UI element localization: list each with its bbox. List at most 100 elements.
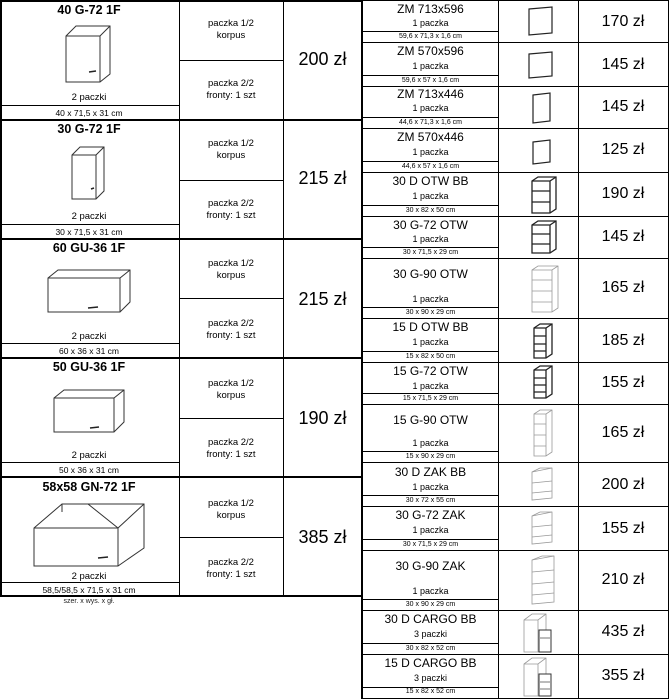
package-count: 1 paczka xyxy=(412,191,449,201)
center-divider xyxy=(361,0,363,699)
dimensions-legend: szer. x wys. x gł. xyxy=(63,598,115,605)
price: 200 zł xyxy=(601,476,645,493)
wall-cabinet-medium-icon xyxy=(53,389,125,433)
package-content: fronty: 1 szt xyxy=(206,330,256,341)
dimensions: 30 x 90 x 29 cm xyxy=(405,601,456,608)
price: 215 zł xyxy=(298,289,347,309)
end-shelf-tall-icon xyxy=(531,555,555,605)
product-name: ZM 570x446 xyxy=(397,130,464,144)
left-table-border xyxy=(0,0,2,596)
dimensions: 30 x 82 x 50 cm xyxy=(405,207,456,214)
package-count: 1 paczka xyxy=(412,525,449,535)
front-panel-icon xyxy=(532,92,551,124)
end-shelf-icon xyxy=(531,467,553,501)
dimensions: 15 x 71,5 x 29 cm xyxy=(402,395,459,402)
product-name: 30 D ZAK BB xyxy=(394,465,467,479)
price: 215 zł xyxy=(298,168,347,188)
package-count: 1 paczka xyxy=(412,61,449,71)
package-count: 2 paczki xyxy=(71,571,107,582)
price: 145 zł xyxy=(601,56,645,73)
corner-wall-cabinet-icon xyxy=(33,503,145,567)
price: 185 zł xyxy=(601,332,645,349)
product-name: 15 D CARGO BB xyxy=(384,656,477,670)
product-name: 30 G-90 ZAK xyxy=(395,559,466,573)
right-table-divider xyxy=(498,0,499,699)
package-content: fronty: 1 szt xyxy=(206,90,256,101)
product-name: 30 G-90 OTW xyxy=(393,267,468,281)
price: 145 zł xyxy=(601,228,645,245)
price: 155 zł xyxy=(601,520,645,537)
package-label: paczka 2/2 xyxy=(208,318,254,329)
left-row-border xyxy=(0,595,362,597)
package-count: 1 paczka xyxy=(412,147,449,157)
price: 145 zł xyxy=(601,98,645,115)
package-count: 1 paczka xyxy=(412,103,449,113)
package-content: korpus xyxy=(216,510,246,521)
price: 200 zł xyxy=(298,49,347,69)
package-count: 2 paczki xyxy=(71,211,107,222)
dimensions: 30 x 71,5 x 29 cm xyxy=(402,541,459,548)
left-table-divider xyxy=(283,0,284,596)
price: 165 zł xyxy=(601,424,645,441)
dimensions: 59,6 x 71,3 x 1,6 cm xyxy=(398,33,463,40)
wall-cabinet-tall-icon xyxy=(65,25,111,83)
left-row-border xyxy=(0,119,362,121)
package-content: fronty: 1 szt xyxy=(206,210,256,221)
cargo-cabinet-icon xyxy=(523,613,552,653)
narrow-shelf-tall-icon xyxy=(533,409,553,457)
front-panel-icon xyxy=(532,139,551,165)
package-count: 2 paczki xyxy=(71,92,107,103)
product-name: 60 GU-36 1F xyxy=(52,241,126,255)
package-label: paczka 1/2 xyxy=(208,18,254,29)
package-label: paczka 2/2 xyxy=(208,557,254,568)
dimensions: 50 x 36 x 31 cm xyxy=(58,465,119,475)
package-count: 1 paczka xyxy=(412,18,449,28)
product-name: 40 G-72 1F xyxy=(57,3,121,17)
package-label: paczka 1/2 xyxy=(208,138,254,149)
package-count: 3 paczki xyxy=(413,673,448,683)
right-table-divider xyxy=(578,0,579,699)
price: 155 zł xyxy=(601,374,645,391)
package-content: fronty: 1 szt xyxy=(206,449,256,460)
left-row-border xyxy=(0,357,362,359)
dimensions: 30 x 71,5 x 29 cm xyxy=(402,249,459,256)
package-content: korpus xyxy=(216,30,246,41)
product-name: 58x58 GN-72 1F xyxy=(42,480,136,494)
package-count: 1 paczka xyxy=(412,438,449,448)
dimensions: 30 x 82 x 52 cm xyxy=(405,645,456,652)
package-count: 2 paczki xyxy=(71,450,107,461)
package-label: paczka 1/2 xyxy=(208,378,254,389)
price: 165 zł xyxy=(601,279,645,296)
package-count: 2 paczki xyxy=(71,331,107,342)
open-shelf-icon xyxy=(531,220,557,254)
package-count: 1 paczka xyxy=(412,234,449,244)
wall-cabinet-wide-icon xyxy=(47,269,131,313)
dimensions: 60 x 36 x 31 cm xyxy=(58,346,119,356)
end-shelf-icon xyxy=(531,511,553,545)
open-shelf-tall-icon xyxy=(531,265,559,313)
product-name: 30 G-72 OTW xyxy=(393,218,468,232)
price: 170 zł xyxy=(601,13,645,30)
product-name: ZM 570x596 xyxy=(397,44,464,58)
dimensions: 30 x 71,5 x 31 cm xyxy=(55,227,123,237)
package-content: korpus xyxy=(216,150,246,161)
product-name: 15 G-90 OTW xyxy=(393,413,468,427)
package-count: 1 paczka xyxy=(412,381,449,391)
package-content: korpus xyxy=(216,390,246,401)
dimensions: 15 x 90 x 29 cm xyxy=(405,453,456,460)
open-shelf-icon xyxy=(531,176,557,214)
dimensions: 59,6 x 57 x 1,6 cm xyxy=(401,77,460,84)
package-content: fronty: 1 szt xyxy=(206,569,256,580)
left-row-border xyxy=(0,476,362,478)
product-name: 30 D OTW BB xyxy=(392,174,469,188)
package-count: 1 paczka xyxy=(412,294,449,304)
left-row-border xyxy=(0,238,362,240)
package-label: paczka 2/2 xyxy=(208,198,254,209)
package-label: paczka 1/2 xyxy=(208,498,254,509)
dimensions: 44,6 x 57 x 1,6 cm xyxy=(401,163,460,170)
price: 435 zł xyxy=(601,623,645,640)
product-name: 30 G-72 1F xyxy=(57,122,121,136)
package-count: 1 paczka xyxy=(412,482,449,492)
dimensions: 58,5/58,5 x 71,5 x 31 cm xyxy=(42,585,136,595)
product-name: 50 GU-36 1F xyxy=(52,360,126,374)
